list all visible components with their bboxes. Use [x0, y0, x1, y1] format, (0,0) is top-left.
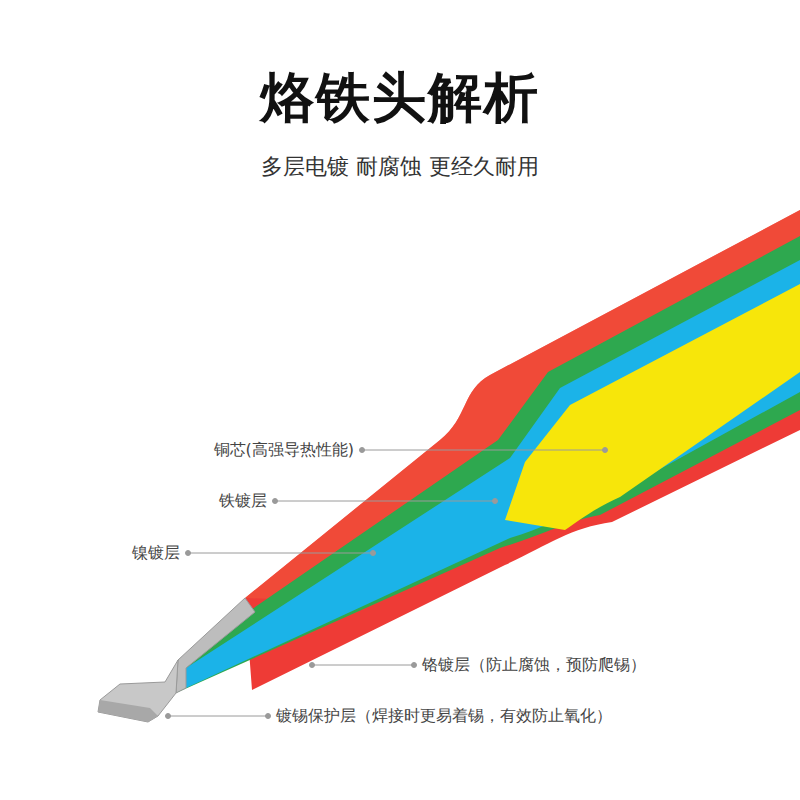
callout-label: 铬镀层（防止腐蚀，预防爬锡）: [422, 655, 646, 675]
copper-core: [505, 284, 800, 530]
callout-label: 镀锡保护层（焊接时更易着锡，有效防止氧化）: [276, 706, 612, 726]
page-title: 烙铁头解析: [0, 62, 800, 135]
tin-tip-face: [98, 660, 178, 722]
tin-tip: [176, 598, 255, 693]
nickel-layer: [176, 236, 800, 693]
callout-label: 铁镀层: [219, 491, 267, 511]
callout-label: 铜芯(高强导热性能): [214, 440, 354, 460]
tin-tip-edge: [98, 700, 158, 722]
chromium-layer-shade: [245, 210, 800, 600]
page-subtitle: 多层电镀 耐腐蚀 更经久耐用: [0, 152, 800, 182]
leader-lines: [166, 448, 608, 719]
callout-label: 镍镀层: [132, 543, 180, 563]
iron-layer: [186, 260, 800, 688]
